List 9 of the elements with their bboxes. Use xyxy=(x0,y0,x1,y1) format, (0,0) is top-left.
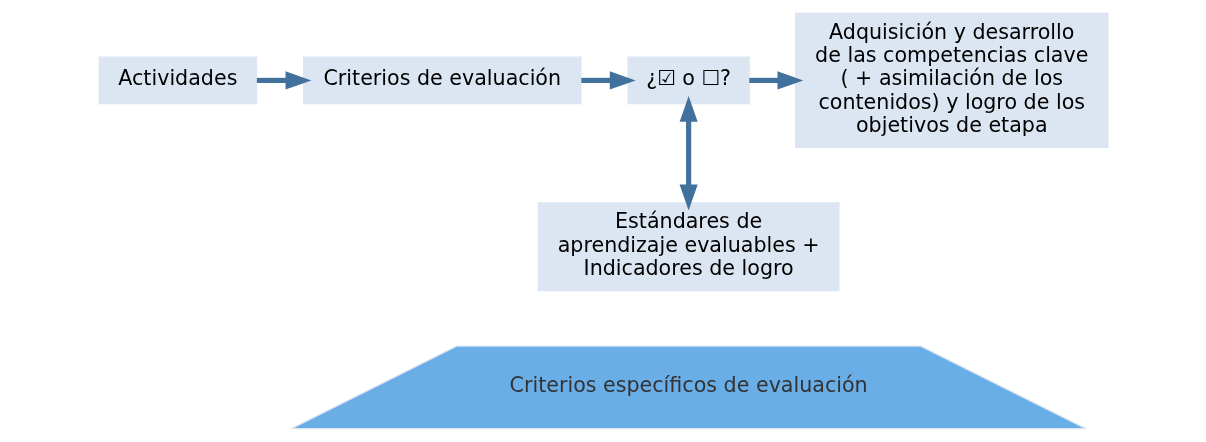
node-box: Estándares de aprendizaje evaluables + Indicadores de logro xyxy=(537,202,840,292)
arrow xyxy=(679,96,698,211)
node-box: ¿☑ o ☐? xyxy=(626,56,750,105)
node-box: Actividades xyxy=(98,56,257,105)
arrow xyxy=(256,71,311,90)
node-box: Adquisición y desarrollo de las competencias clave ( + asimilación de los contenidos) y logro de los objetivos de etapa xyxy=(794,12,1108,149)
arrow xyxy=(580,71,636,90)
arrow xyxy=(748,71,803,90)
node-box: Criterios de evaluación xyxy=(302,56,582,105)
